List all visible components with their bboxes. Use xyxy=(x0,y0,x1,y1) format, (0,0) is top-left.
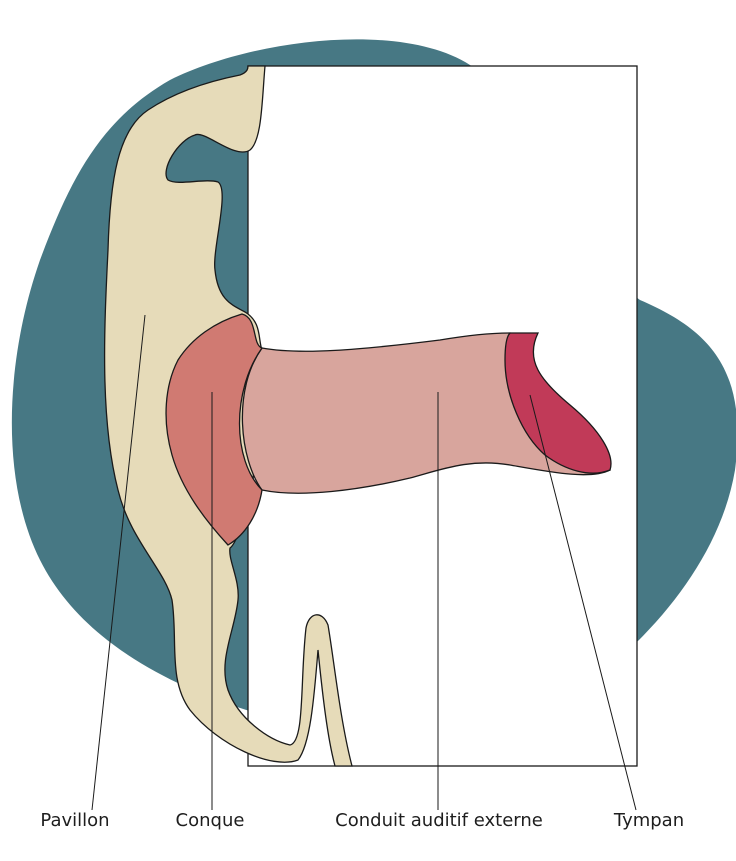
label-pavillon: Pavillon xyxy=(40,812,109,830)
label-conque: Conque xyxy=(176,812,245,830)
label-tympan: Tympan xyxy=(614,812,684,830)
label-conduit-auditif-externe: Conduit auditif externe xyxy=(335,812,543,830)
